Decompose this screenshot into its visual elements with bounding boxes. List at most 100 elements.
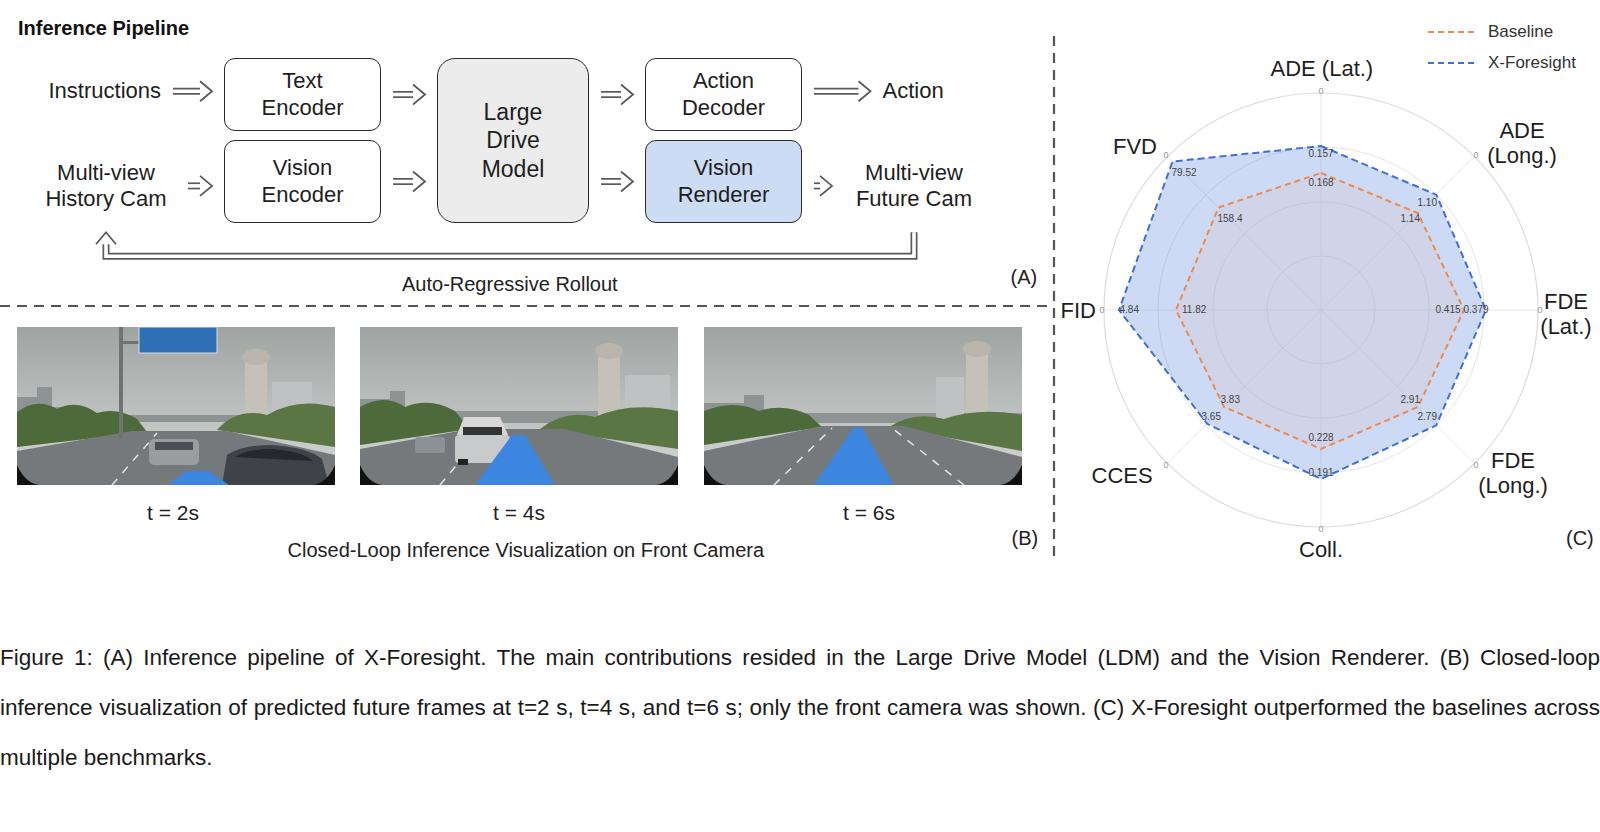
legend-line-sample xyxy=(1428,62,1475,64)
panel-divider xyxy=(1053,36,1055,560)
renderer-box: Vision Renderer xyxy=(645,140,802,223)
arrow-head xyxy=(413,85,425,105)
tick-label: 0 xyxy=(1164,150,1169,160)
output-label: Action xyxy=(883,78,944,104)
double-arrow xyxy=(814,176,832,196)
output-label: Multi-view Future Cam xyxy=(844,160,984,213)
lens-vignette xyxy=(17,465,39,485)
planned-path xyxy=(167,471,229,485)
axis-label: CCES xyxy=(1092,463,1153,488)
double-arrow xyxy=(814,81,871,101)
car-window xyxy=(235,449,313,461)
value-label: 0.157 xyxy=(1309,148,1334,160)
node-text: Action Decoder xyxy=(670,68,777,122)
tower-top xyxy=(595,343,623,359)
value-label: 0.168 xyxy=(1309,177,1334,189)
sky xyxy=(360,327,678,485)
arrow-shaft xyxy=(814,88,866,95)
road xyxy=(704,426,1022,485)
lens-vignette xyxy=(313,465,335,485)
sky xyxy=(17,327,335,485)
baseline-series xyxy=(1176,173,1464,449)
double-arrow xyxy=(601,85,633,105)
edge-label: Auto-Regressive Rollout xyxy=(402,273,618,296)
tower-top xyxy=(242,349,270,365)
value-label: 2.79 xyxy=(1418,411,1437,423)
tick-label: 0 xyxy=(1319,524,1324,534)
camera-frame xyxy=(360,327,678,485)
radar-spoke xyxy=(1104,93,1538,527)
radar-grid xyxy=(1104,93,1538,527)
encoder-box: Text Encoder xyxy=(224,58,381,131)
road-sign xyxy=(139,327,217,353)
tick-label: 0 xyxy=(1319,86,1324,96)
value-label: 1.10 xyxy=(1418,197,1437,209)
car xyxy=(415,437,445,453)
car-wheel xyxy=(458,459,468,465)
arrow-head xyxy=(200,176,212,196)
arrow-shaft xyxy=(188,182,207,189)
arrow-shaft xyxy=(393,91,420,98)
arrow-head-fill xyxy=(621,172,633,192)
legend-text: Baseline xyxy=(1488,22,1553,42)
axis-label: ADE (Lat.) xyxy=(1271,56,1374,81)
value-label: 3.83 xyxy=(1221,394,1240,406)
camera-frame xyxy=(17,327,335,485)
arrow-shaft xyxy=(173,88,207,95)
double-arrow xyxy=(96,232,914,256)
arrow-head xyxy=(859,81,871,101)
arrow-head-fill xyxy=(413,172,425,192)
arrow-head xyxy=(820,176,832,196)
open-trunk xyxy=(457,417,508,435)
axis-label: ADE (Long.) xyxy=(1483,118,1561,169)
value-label: 0.415 xyxy=(1436,304,1461,316)
value-label: 3.65 xyxy=(1202,411,1221,423)
arrow-head-fill xyxy=(200,176,212,196)
node-text: Large Drive Model xyxy=(468,98,558,182)
value-label: 2.91 xyxy=(1401,394,1420,406)
tick-label: 0 xyxy=(1474,150,1479,160)
panel-title: Inference Pipeline xyxy=(18,17,189,40)
tick-label: 0 xyxy=(1474,460,1479,470)
arrow-head xyxy=(96,232,116,244)
decoder-box: Action Decoder xyxy=(645,58,802,131)
axis-label: FID xyxy=(1061,298,1096,323)
car-window xyxy=(155,442,193,450)
lens-vignette xyxy=(1000,465,1022,485)
value-label: 79.52 xyxy=(1172,167,1197,179)
arrow-head xyxy=(200,81,212,101)
panel-tag: (B) xyxy=(1012,527,1039,550)
lane-line xyxy=(892,428,964,485)
camera-frame xyxy=(704,327,1022,485)
double-arrow xyxy=(173,81,212,101)
car xyxy=(149,439,199,465)
node-text: Multi-view Future Cam xyxy=(844,160,984,213)
legend-line-sample xyxy=(1428,31,1475,33)
node-text: Instructions xyxy=(49,78,162,104)
panel-divider xyxy=(0,305,1048,307)
arrow-shaft-inner xyxy=(393,93,420,97)
car xyxy=(222,445,329,485)
model-box: Large Drive Model xyxy=(437,58,589,223)
arrow-shaft xyxy=(601,91,628,98)
arrow-head xyxy=(413,172,425,192)
tick-label: 0 xyxy=(1164,460,1169,470)
double-arrow xyxy=(601,172,633,192)
tick-label: 0 xyxy=(1538,305,1543,315)
panel-tag: (A) xyxy=(1011,266,1038,289)
panel-subtitle: Closed-Loop Inference Visualization on F… xyxy=(288,539,765,562)
planned-path xyxy=(475,435,555,485)
arrow-shaft-inner xyxy=(814,184,827,188)
time-label: t = 6s xyxy=(843,501,895,525)
double-arrow xyxy=(393,172,425,192)
arrow-shaft xyxy=(814,182,827,189)
time-label: t = 4s xyxy=(493,501,545,525)
arrow-shaft-inner xyxy=(188,184,207,188)
lens-vignette xyxy=(704,465,726,485)
planned-path xyxy=(814,427,894,485)
value-label: 0.379 xyxy=(1464,304,1489,316)
axis-label: FDE (Lat.) xyxy=(1534,289,1598,340)
sky xyxy=(704,327,1022,485)
value-label: 0.191 xyxy=(1309,467,1334,479)
